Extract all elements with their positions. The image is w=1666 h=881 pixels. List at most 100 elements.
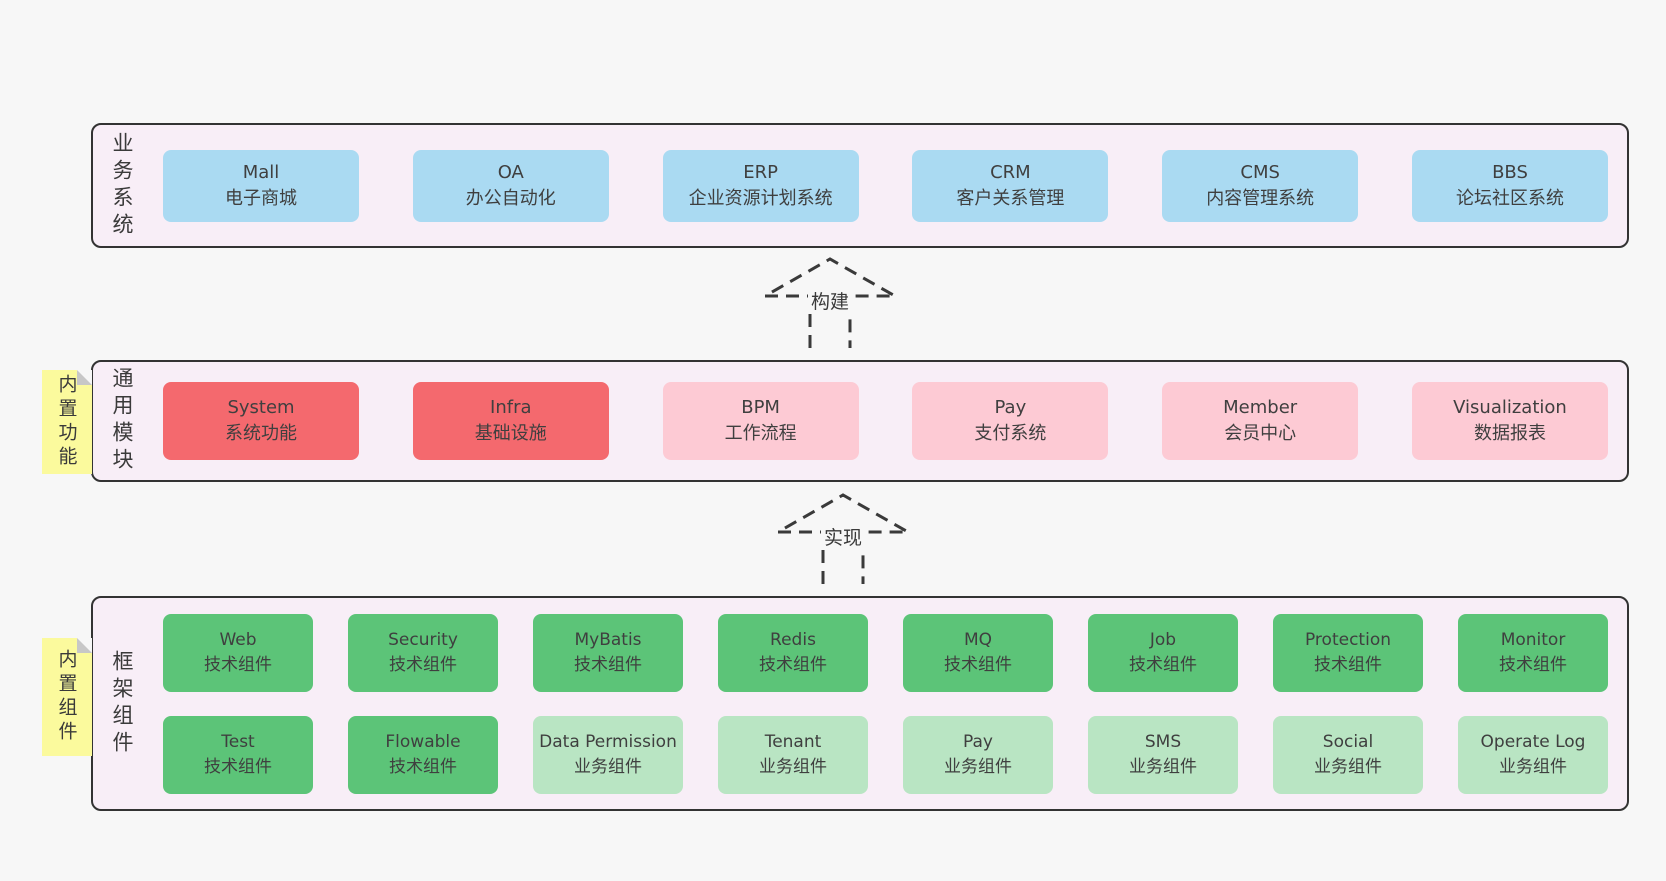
box-visualization: Visualization 数据报表	[1411, 382, 1608, 460]
box-title: Security	[388, 629, 458, 650]
band-common-modules: 通用模块 System 系统功能 Infra 基础设施 BPM 工作流程 Pay…	[91, 360, 1629, 482]
box-operate-log: Operate Log 业务组件	[1458, 715, 1608, 794]
box-subtitle: 系统功能	[225, 423, 297, 444]
component-row-1: Web 技术组件 Security 技术组件 MyBatis 技术组件 Redi…	[163, 613, 1608, 692]
arrow-implement: 实现	[776, 492, 910, 584]
box-mybatis: MyBatis 技术组件	[533, 613, 683, 692]
box-title: Flowable	[385, 731, 461, 752]
box-member: Member 会员中心	[1162, 382, 1359, 460]
box-title: ERP	[743, 161, 778, 183]
box-title: Web	[219, 629, 257, 650]
arrow-build-label: 构建	[807, 287, 853, 314]
box-monitor: Monitor 技术组件	[1458, 613, 1608, 692]
box-title: CMS	[1240, 161, 1280, 183]
box-pay-component: Pay 业务组件	[903, 715, 1053, 794]
box-title: CRM	[990, 161, 1031, 183]
sticky-note-builtin-features: 内置功能	[42, 370, 92, 474]
box-title: Social	[1322, 731, 1374, 752]
band-framework-components: 框架组件 Web 技术组件 Security 技术组件 MyBatis 技术组件…	[91, 596, 1629, 811]
component-row-2: Test 技术组件 Flowable 技术组件 Data Permission …	[163, 715, 1608, 794]
sticky-note-builtin-components: 内置组件	[42, 638, 92, 756]
arrow-implement-label: 实现	[820, 523, 866, 550]
box-subtitle: 技术组件	[759, 654, 827, 675]
box-subtitle: 支付系统	[974, 423, 1047, 444]
arrow-build: 构建	[763, 256, 897, 348]
box-title: Pay	[963, 731, 993, 752]
box-erp: ERP 企业资源计划系统	[662, 149, 859, 222]
box-mall: Mall 电子商城	[163, 149, 359, 222]
box-web: Web 技术组件	[163, 613, 313, 692]
box-job: Job 技术组件	[1088, 613, 1238, 692]
box-subtitle: 业务组件	[1499, 756, 1567, 777]
box-title: Monitor	[1500, 629, 1566, 650]
box-title: Infra	[490, 397, 532, 418]
box-subtitle: 业务组件	[944, 756, 1012, 777]
box-subtitle: 技术组件	[389, 756, 457, 777]
box-protection: Protection 技术组件	[1273, 613, 1423, 692]
box-redis: Redis 技术组件	[718, 613, 868, 692]
box-subtitle: 工作流程	[724, 423, 797, 444]
box-title: Pay	[994, 397, 1027, 418]
box-title: Data Permission	[539, 731, 677, 752]
box-title: SMS	[1144, 731, 1182, 752]
business-boxes: Mall 电子商城 OA 办公自动化 ERP 企业资源计划系统 CRM 客户关系…	[163, 149, 1627, 222]
box-title: Mall	[242, 161, 280, 183]
component-rows: Web 技术组件 Security 技术组件 MyBatis 技术组件 Redi…	[163, 613, 1627, 794]
box-title: Visualization	[1453, 397, 1567, 418]
box-oa: OA 办公自动化	[412, 149, 609, 222]
box-title: BPM	[741, 397, 780, 418]
band-business-systems: 业务系统 Mall 电子商城 OA 办公自动化 ERP 企业资源计划系统 CRM…	[91, 123, 1629, 248]
box-title: System	[227, 397, 295, 418]
box-title: Test	[221, 731, 255, 752]
box-title: OA	[497, 161, 524, 183]
box-subtitle: 数据报表	[1473, 423, 1546, 444]
box-cms: CMS 内容管理系统	[1162, 149, 1359, 222]
box-subtitle: 客户关系管理	[956, 187, 1065, 209]
box-test: Test 技术组件	[163, 715, 313, 794]
box-title: MyBatis	[574, 629, 642, 650]
box-subtitle: 技术组件	[1129, 654, 1197, 675]
box-social: Social 业务组件	[1273, 715, 1423, 794]
sticky-note-label: 内置功能	[55, 374, 78, 470]
box-subtitle: 技术组件	[204, 756, 272, 777]
box-title: Tenant	[764, 731, 822, 752]
box-data-permission: Data Permission 业务组件	[533, 715, 683, 794]
box-bpm: BPM 工作流程	[662, 382, 859, 460]
box-subtitle: 业务组件	[759, 756, 827, 777]
box-title: Protection	[1304, 629, 1391, 650]
box-tenant: Tenant 业务组件	[718, 715, 868, 794]
box-title: BBS	[1492, 161, 1528, 183]
band-framework-components-label: 框架组件	[110, 649, 134, 758]
box-subtitle: 业务组件	[1314, 756, 1382, 777]
box-security: Security 技术组件	[348, 613, 498, 692]
box-subtitle: 基础设施	[474, 423, 547, 444]
box-title: Job	[1149, 629, 1177, 650]
box-pay: Pay 支付系统	[912, 382, 1109, 460]
module-boxes: System 系统功能 Infra 基础设施 BPM 工作流程 Pay 支付系统…	[163, 382, 1627, 460]
box-title: MQ	[963, 629, 993, 650]
box-infra: Infra 基础设施	[412, 382, 609, 460]
box-subtitle: 技术组件	[944, 654, 1012, 675]
box-mq: MQ 技术组件	[903, 613, 1053, 692]
band-common-modules-label: 通用模块	[110, 367, 134, 475]
box-subtitle: 论坛社区系统	[1455, 187, 1564, 209]
box-flowable: Flowable 技术组件	[348, 715, 498, 794]
box-subtitle: 技术组件	[1314, 654, 1382, 675]
box-title: Member	[1223, 397, 1298, 418]
band-business-systems-label: 业务系统	[110, 131, 134, 240]
box-bbs: BBS 论坛社区系统	[1411, 149, 1608, 222]
box-subtitle: 技术组件	[1499, 654, 1567, 675]
box-title: Operate Log	[1480, 731, 1586, 752]
box-subtitle: 内容管理系统	[1206, 187, 1315, 209]
box-subtitle: 业务组件	[574, 756, 642, 777]
box-subtitle: 业务组件	[1129, 756, 1197, 777]
box-subtitle: 技术组件	[389, 654, 457, 675]
box-subtitle: 办公自动化	[465, 187, 556, 209]
box-subtitle: 技术组件	[574, 654, 642, 675]
box-sms: SMS 业务组件	[1088, 715, 1238, 794]
sticky-note-label: 内置组件	[55, 649, 78, 745]
box-title: Redis	[770, 629, 816, 650]
box-subtitle: 企业资源计划系统	[688, 187, 833, 209]
box-subtitle: 会员中心	[1224, 423, 1297, 444]
